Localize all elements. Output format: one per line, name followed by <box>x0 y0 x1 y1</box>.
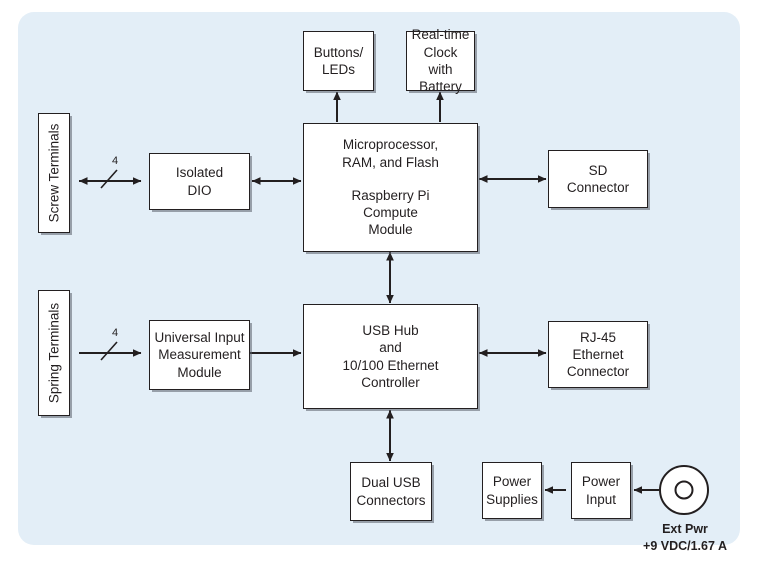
block-power-supplies-label: Power Supplies <box>486 474 538 507</box>
block-microprocessor-label-secondary: Raspberry Pi Compute Module <box>351 187 430 238</box>
ext-power-caption: Ext Pwr +9 VDC/1.67 A <box>643 522 727 553</box>
block-universal-input-module-label: Universal Input Measurement Module <box>154 330 245 380</box>
block-screw-terminals[interactable]: Screw Terminals <box>38 113 70 233</box>
block-dual-usb-connectors[interactable]: Dual USB Connectors <box>350 462 432 521</box>
block-realtime-clock-label: Real-time Clock with Battery <box>411 27 470 95</box>
block-universal-input-module[interactable]: Universal Input Measurement Module <box>149 320 250 390</box>
bus-width-label-screw: 4 <box>112 155 119 167</box>
block-buttons-leds-label: Buttons/ LEDs <box>313 44 364 77</box>
block-usb-hub[interactable]: USB Hub and 10/100 Ethernet Controller <box>303 304 478 409</box>
bus-width-label-spring: 4 <box>112 327 119 339</box>
diagram-panel-background <box>18 12 740 545</box>
block-realtime-clock[interactable]: Real-time Clock with Battery <box>406 27 475 94</box>
block-rj45-connector-label: RJ-45 Ethernet Connector <box>566 329 630 380</box>
block-usb-hub-label: USB Hub and 10/100 Ethernet Controller <box>342 322 439 390</box>
block-sd-connector-label: SD Connector <box>566 162 630 195</box>
block-spring-terminals-label: Spring Terminals <box>46 302 62 404</box>
block-microprocessor[interactable]: Microprocessor, RAM, and Flash Raspberry… <box>303 123 478 252</box>
block-buttons-leds[interactable]: Buttons/ LEDs <box>303 31 374 91</box>
block-isolated-dio[interactable]: Isolated DIO <box>149 153 250 210</box>
block-power-input-label: Power Input <box>581 474 621 507</box>
block-dual-usb-connectors-label: Dual USB Connectors <box>356 475 426 508</box>
block-microprocessor-label-primary: Microprocessor, RAM, and Flash <box>342 137 439 170</box>
block-power-supplies[interactable]: Power Supplies <box>482 462 542 519</box>
block-power-input[interactable]: Power Input <box>571 462 631 519</box>
block-isolated-dio-label: Isolated DIO <box>175 165 224 198</box>
block-rj45-connector[interactable]: RJ-45 Ethernet Connector <box>548 321 648 388</box>
block-screw-terminals-label: Screw Terminals <box>46 123 62 223</box>
block-sd-connector[interactable]: SD Connector <box>548 150 648 208</box>
block-spring-terminals[interactable]: Spring Terminals <box>38 290 70 416</box>
